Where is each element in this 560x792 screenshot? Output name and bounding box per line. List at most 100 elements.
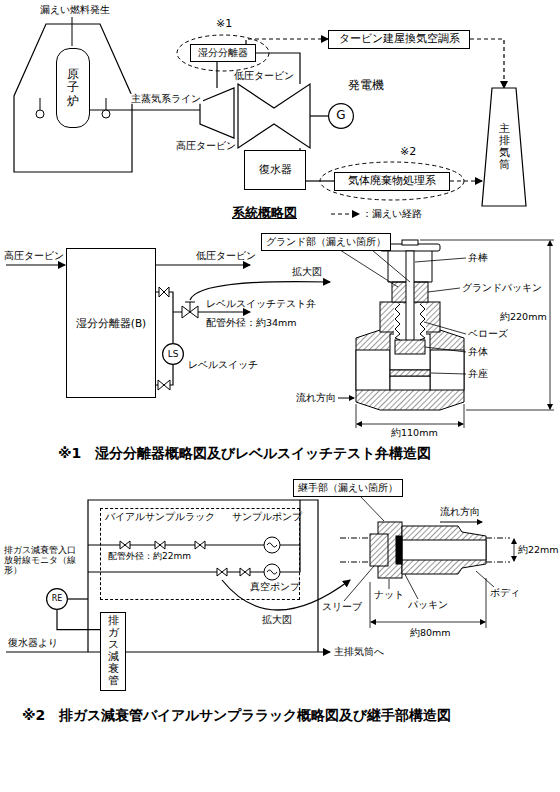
- part-label: 低圧タービン: [196, 251, 256, 261]
- stack-symbol: 主排気筒: [482, 88, 526, 206]
- node-text: 主排気筒: [499, 123, 510, 171]
- flow-arrow: [338, 398, 354, 399]
- pipe-fitting: [370, 534, 388, 566]
- pump-symbol: [267, 570, 277, 574]
- part-label: 主排気筒へ: [334, 646, 384, 657]
- globe-valve: [356, 350, 390, 390]
- leak-scope-ellipse: [320, 162, 464, 200]
- pipe-fitting: [402, 540, 486, 560]
- pipe: [88, 544, 264, 545]
- pipe: [280, 500, 300, 545]
- turbine-symbol: 低圧タービン: [238, 84, 310, 148]
- dimension-line: [371, 622, 485, 623]
- node-text: タービン建屋換気空調系: [339, 33, 460, 46]
- part-label: 高圧タービン: [4, 251, 64, 261]
- part-label: 弁棒: [468, 252, 488, 263]
- leak-scope-ellipse: [177, 35, 269, 71]
- process-box: 復水器: [244, 150, 306, 190]
- callout-box: 継手部（漏えい箇所）: [293, 479, 403, 497]
- generator-symbol: [329, 104, 354, 129]
- dimension-line: [357, 424, 463, 425]
- valve-symbol: [155, 541, 165, 549]
- leader-line: [389, 579, 390, 589]
- turbine-symbol: [200, 88, 234, 138]
- enlarge-arrow: [190, 282, 330, 300]
- part-label: ベローズ: [468, 328, 508, 339]
- globe-valve: [390, 376, 430, 390]
- temperature-sensor: [102, 110, 110, 118]
- node-text: 復水器: [259, 164, 292, 177]
- pipe-fitting: [340, 538, 510, 562]
- valve-symbol: [217, 568, 227, 576]
- leader-line: [72, 17, 73, 46]
- part-label: 漏えい燃料発生: [40, 4, 110, 15]
- part-label: スリーブ: [322, 602, 362, 612]
- part-label: ナット: [374, 590, 404, 600]
- radiation-monitor: [47, 589, 68, 610]
- decay-pipe: 排ガス減衰管: [100, 612, 126, 691]
- part-label: 弁体: [468, 346, 488, 357]
- pipe-line: [310, 115, 328, 116]
- legend-text: ：漏えい経路: [362, 207, 422, 221]
- legend-sample: [330, 209, 362, 219]
- part-label: グランドパッキン: [462, 282, 542, 293]
- part-label: 拡大図: [262, 614, 292, 625]
- leader-line: [340, 250, 398, 287]
- pipe: [68, 598, 88, 599]
- valve-symbol: [195, 541, 205, 549]
- part-label: 真空ポンプ: [250, 582, 300, 592]
- leak-path: [246, 39, 328, 44]
- pipe-fitting: [402, 526, 486, 574]
- dimension-line: [466, 410, 554, 411]
- pipe-line: [216, 62, 217, 88]
- globe-valve: [390, 370, 430, 376]
- dimension-line: [514, 539, 515, 561]
- pipe-fitting: [486, 562, 510, 563]
- process-box: タービン建屋換気空調系: [328, 30, 470, 49]
- part-label: 配管外径：約22mm: [108, 552, 191, 562]
- dimension-line: [464, 404, 465, 428]
- pipe-line: [57, 610, 100, 630]
- part-label: 排ガス減衰管入口放射線モニタ（線形）: [4, 546, 84, 576]
- generator-symbol: G発電機: [328, 103, 354, 129]
- line-label: 主蒸気系ライン: [129, 94, 203, 104]
- pipe: [88, 571, 264, 572]
- node-text: 気体廃棄物処理系: [348, 175, 436, 188]
- pump-symbol: [264, 537, 280, 553]
- globe-valve: [430, 350, 464, 390]
- valve-symbol: [120, 541, 130, 549]
- leader-line: [72, 17, 73, 46]
- part-label: サンプルポンプ: [232, 512, 302, 522]
- part-label: 流れ方向: [296, 392, 336, 403]
- part-label: 弁座: [468, 368, 488, 379]
- process-box: 気体廃棄物処理系: [334, 172, 450, 191]
- flow-arrow: [440, 522, 482, 523]
- part-label: 復水器より: [8, 638, 58, 648]
- radiation-monitor: RE: [46, 588, 68, 610]
- level-switch: [163, 344, 184, 365]
- node-text: 発電機: [348, 79, 384, 93]
- valve-symbol: [158, 380, 170, 390]
- leader-line: [344, 566, 374, 601]
- dimension-line: [550, 241, 551, 409]
- part-label: 拡大図: [292, 266, 322, 277]
- pipe-fitting: [340, 522, 510, 578]
- turbine-symbol: [238, 84, 310, 148]
- part-label: ボディ: [490, 588, 520, 598]
- node-text: 低圧タービン: [234, 70, 294, 82]
- temperature-sensor: [36, 110, 44, 118]
- part-label: 約22mm: [518, 545, 559, 555]
- figure-caption: 系統概略図: [232, 206, 297, 220]
- leader-line: [424, 322, 466, 334]
- reactor-vessel: 原子炉: [56, 48, 90, 128]
- pipe: [6, 651, 100, 652]
- node-text: 原子炉: [67, 68, 79, 108]
- node-text: LS: [168, 349, 179, 359]
- part-label: レベルスイッチ: [188, 360, 258, 370]
- figure-caption: ※1 湿分分離器概略図及びレベルスイッチテスト弁構造図: [58, 446, 431, 461]
- part-label: レベルスイッチテスト弁: [206, 299, 316, 309]
- pipe-fitting: [396, 536, 402, 564]
- globe-valve: [406, 251, 414, 343]
- node-text: グランド部（漏えい箇所）: [266, 236, 386, 248]
- part-label: ※1: [216, 18, 232, 30]
